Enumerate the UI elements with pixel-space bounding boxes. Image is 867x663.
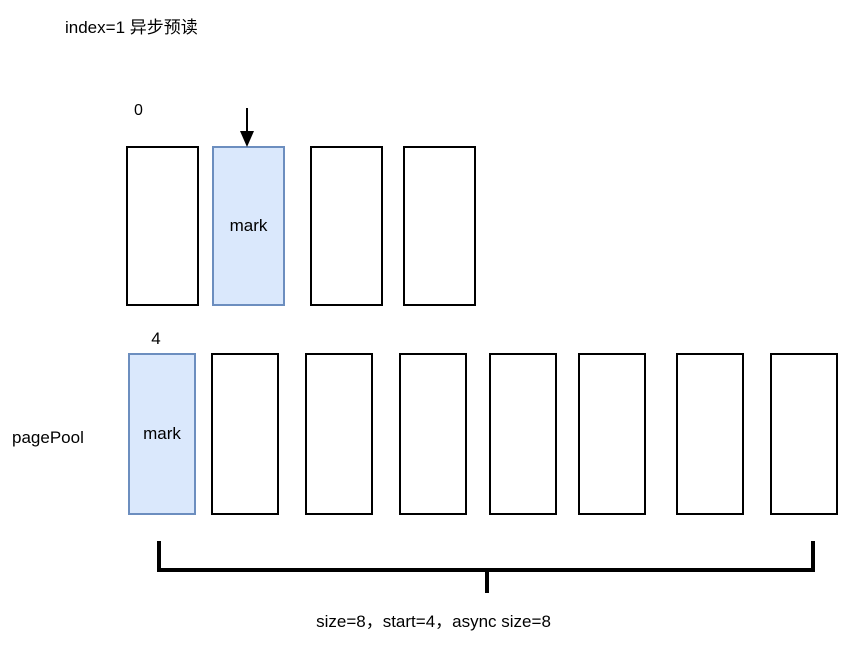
pagepool-cell-3[interactable] <box>399 353 467 515</box>
top-row-cell-1-label: mark <box>229 216 268 235</box>
diagram-title: index=1 异步预读 <box>65 18 198 37</box>
row-label-pagepool: pagePool <box>12 428 84 447</box>
index-label-pagepool-row: 4 <box>151 329 161 348</box>
top-row-cell-2[interactable] <box>310 146 383 306</box>
top-row-cell-3[interactable] <box>403 146 476 306</box>
pagepool-cell-2[interactable] <box>305 353 373 515</box>
pagepool-cell-6[interactable] <box>676 353 744 515</box>
pagepool-cell-0-label: mark <box>143 424 181 443</box>
pagepool-cell-7[interactable] <box>770 353 838 515</box>
pagepool-cell-4[interactable] <box>489 353 557 515</box>
bracket-caption: size=8，start=4，async size=8 <box>316 612 551 631</box>
span-bracket <box>157 541 815 593</box>
top-row-cell-0[interactable] <box>126 146 199 306</box>
down-arrow-icon <box>240 108 254 147</box>
pagepool-cell-5[interactable] <box>578 353 646 515</box>
pagepool-cell-1[interactable] <box>211 353 279 515</box>
index-label-top-row: 0 <box>134 102 143 119</box>
pagepool-cell-0-marked[interactable]: mark <box>128 353 196 515</box>
top-row-cell-1-marked[interactable]: mark <box>212 146 285 306</box>
